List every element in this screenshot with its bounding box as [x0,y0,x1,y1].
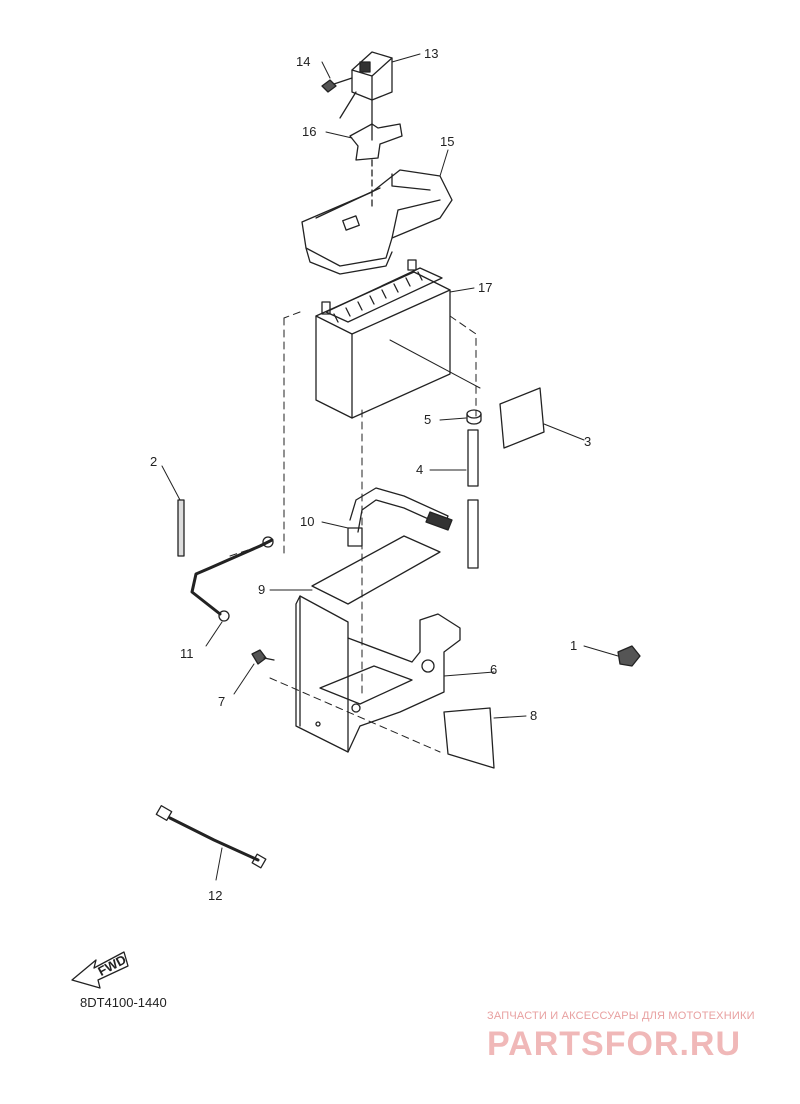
callout-2: 2 [150,454,157,469]
part-13-relay [339,51,393,119]
callout-12: 12 [208,888,222,903]
part-6-battery-box [295,595,495,753]
callout-9: 9 [258,582,265,597]
fwd-arrow-icon [71,951,129,989]
part-10-band [321,487,453,547]
callout-8: 8 [530,708,537,723]
callout-10: 10 [300,514,314,529]
fwd-label: FWD [95,952,128,979]
callout-13: 13 [424,46,438,61]
part-3-pad [499,387,585,449]
part-14-bolt [321,77,353,93]
assembly-dashed-lines [229,311,477,753]
callout-17: 17 [478,280,492,295]
callout-3: 3 [584,434,591,449]
callout-1: 1 [570,638,577,653]
part-8-plate [443,707,527,769]
watermark-brand: PARTSFOR.RU [487,1025,742,1063]
part-1-clamp [583,645,641,667]
part-2-cable-tie [161,465,185,557]
callout-5: 5 [424,412,431,427]
callout-15: 15 [440,134,454,149]
part-11-lead [190,536,274,647]
part-17-battery [315,259,481,419]
callout-11: 11 [180,646,194,661]
watermark-tagline: ЗАПЧАСТИ И АКСЕССУАРЫ ДЛЯ МОТОТЕХНИКИ [487,1010,755,1022]
part-7-bolt [233,649,275,695]
part-4-hose [429,429,479,569]
callout-4: 4 [416,462,423,477]
callout-14: 14 [296,54,310,69]
diagram-code: 8DT4100-1440 [80,995,167,1010]
part-16-bracket [349,99,403,161]
callout-6: 6 [490,662,497,677]
callout-16: 16 [302,124,316,139]
part-5-cap [439,409,482,425]
callout-leaders [321,53,475,293]
callout-7: 7 [218,694,225,709]
part-15-battery-cover [301,159,453,275]
part-12-wire [155,805,267,881]
part-9-sheet [269,535,441,605]
